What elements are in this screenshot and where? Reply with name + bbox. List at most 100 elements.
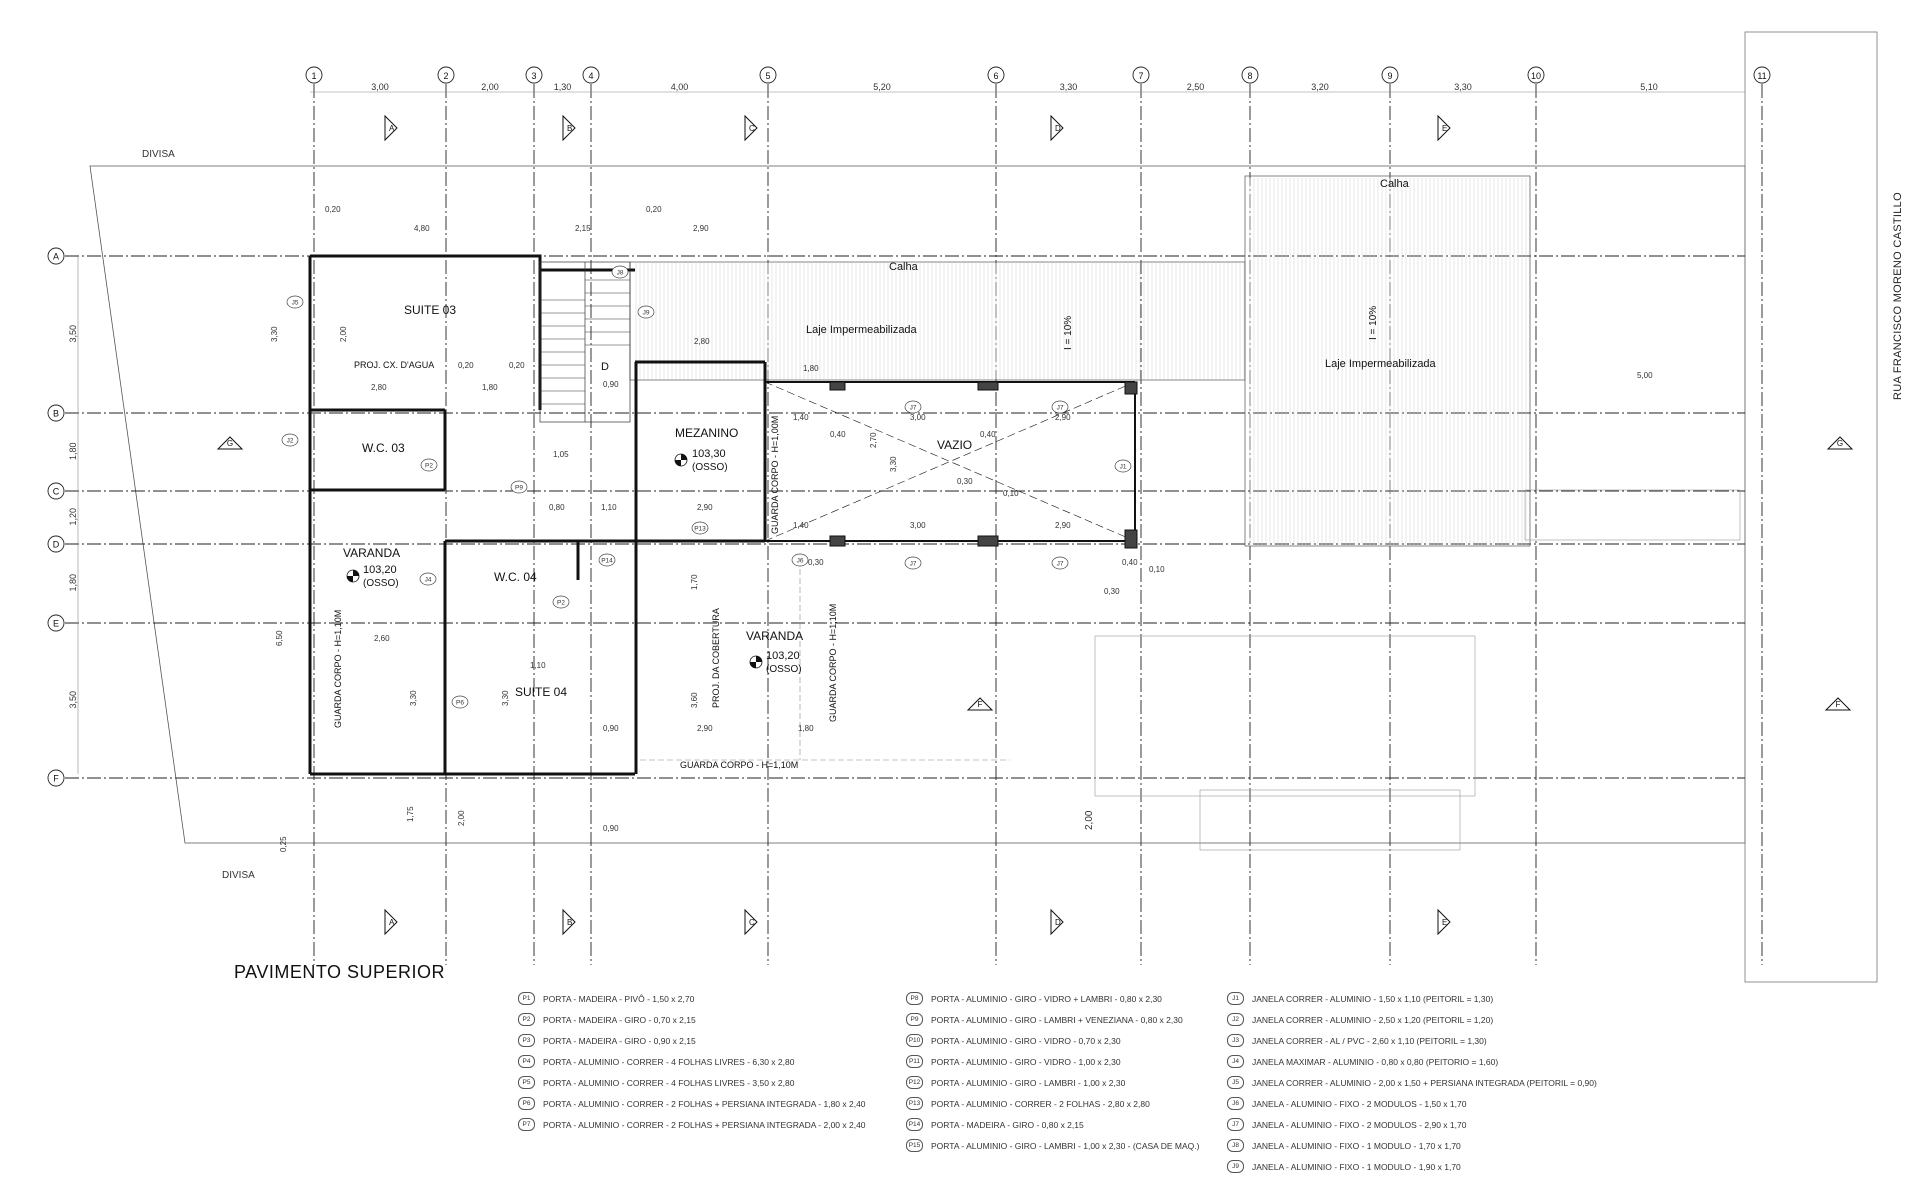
opening-tag-label: J9 — [643, 310, 650, 317]
grid-column-label: 4 — [588, 71, 593, 81]
proj-cobertura-label: PROJ. DA COBERTURA — [711, 608, 721, 708]
legend-code: J6 — [1227, 1097, 1244, 1110]
grid-column-bubble — [582, 66, 600, 84]
legend-text: PORTA - ALUMINIO - CORRER - 4 FOLHAS LIV… — [543, 1077, 795, 1088]
legend-code: P8 — [906, 992, 923, 1005]
legend-text: JANELA CORRER - AL / PVC - 2,60 x 1,10 (… — [1252, 1035, 1487, 1046]
dim-label: 2,80 — [694, 337, 710, 346]
row-spacing-label: 3,50 — [68, 691, 78, 709]
level-mezanino-osso: (OSSO) — [692, 462, 728, 473]
legend-code: P12 — [906, 1076, 923, 1089]
grid-row-label: E — [53, 619, 59, 629]
dim-label: 0,90 — [603, 724, 619, 733]
legend-text: JANELA - ALUMINIO - FIXO - 2 MODULOS - 2… — [1252, 1119, 1467, 1130]
section-arrow — [562, 114, 576, 142]
grid-column-label: 6 — [993, 71, 998, 81]
grid-row-bubble — [47, 482, 65, 500]
room-varanda-left: VARANDA — [343, 546, 400, 560]
legend-code: P3 — [518, 1034, 535, 1047]
column-spacing-label: 3,30 — [1454, 82, 1472, 92]
boundary-label-top: DIVISA — [142, 149, 175, 160]
section-label: G — [227, 439, 233, 448]
grid-column-label: 10 — [1531, 71, 1541, 81]
legend-code: P4 — [518, 1055, 535, 1068]
opening-tag-label: J8 — [617, 270, 624, 277]
dim-label: 0,40 — [980, 430, 996, 439]
hatch-left — [635, 263, 1245, 379]
grid-column-label: 3 — [531, 71, 536, 81]
section-label: F — [978, 700, 983, 709]
legend-text: PORTA - ALUMINIO - CORRER - 2 FOLHAS + P… — [543, 1119, 866, 1130]
section-label: A — [389, 124, 395, 133]
level-varanda-center-osso: (OSSO) — [766, 664, 802, 675]
dim-label: 0,25 — [279, 836, 288, 852]
row-dimensions: 3,501,801,201,803,506,50 — [68, 325, 284, 709]
legend-code: P1 — [518, 992, 535, 1005]
stair — [539, 261, 631, 423]
opening-tag-label: P9 — [515, 485, 523, 492]
dim-label: 3,60 — [690, 692, 699, 708]
grid-column-bubble — [987, 66, 1005, 84]
grid-row-label: A — [53, 252, 59, 262]
dim-label: 5,00 — [1637, 371, 1653, 380]
column-spacing-label: 5,20 — [873, 82, 891, 92]
calha-label-top: Calha — [889, 261, 919, 273]
slope-right: I = 10% — [1368, 306, 1379, 340]
opening-tag-label: J6 — [797, 558, 804, 565]
dim-label: 3,00 — [910, 521, 926, 530]
legend-text: PORTA - ALUMINIO - GIRO - VIDRO - 1,00 x… — [931, 1056, 1121, 1067]
row-spacing-label: 1,20 — [68, 508, 78, 526]
laje-label-right: Laje Impermeabilizada — [1325, 358, 1437, 370]
section-label: D — [1055, 124, 1061, 133]
opening-tag-label: P6 — [456, 700, 464, 707]
legend-text: PORTA - ALUMINIO - CORRER - 2 FOLHAS - 2… — [931, 1098, 1150, 1109]
guarda-corpo-bottom: GUARDA CORPO - H=1,10M — [680, 760, 798, 770]
dim-label: 0,20 — [458, 361, 474, 370]
row-spacing-label: 3,50 — [68, 325, 78, 343]
dim-label: 0,90 — [603, 824, 619, 833]
grid-column-label: 2 — [443, 71, 448, 81]
room-wc-04: W.C. 04 — [494, 570, 537, 584]
section-arrow — [1826, 436, 1854, 450]
opening-tag-label: J7 — [910, 405, 917, 412]
opening-tag-label: P2 — [557, 600, 565, 607]
roof-slab-right — [1244, 175, 1531, 547]
section-arrow — [384, 114, 398, 142]
section-arrow — [1437, 908, 1451, 936]
section-label: E — [1442, 124, 1447, 133]
column-spacing-label: 3,00 — [371, 82, 389, 92]
boundary-label-bottom: DIVISA — [222, 870, 255, 881]
proj-cx-agua-label: PROJ. CX. D'AGUA — [354, 360, 434, 370]
grid-column-label: 7 — [1138, 71, 1143, 81]
legend-code: J4 — [1227, 1055, 1244, 1068]
opening-tag-bubble — [611, 265, 629, 279]
legend-text: PORTA - MADEIRA - GIRO - 0,70 x 2,15 — [543, 1014, 696, 1025]
legend-code: J8 — [1227, 1139, 1244, 1152]
legend-code: J5 — [1227, 1076, 1244, 1089]
total-height-label: 6,50 — [275, 630, 284, 646]
section-arrow — [216, 436, 244, 450]
dim-label: 0,30 — [957, 477, 973, 486]
opening-tag-bubble — [552, 595, 570, 609]
dim-label: 4,80 — [414, 224, 430, 233]
right-frame — [1744, 31, 1878, 983]
grid-column-label: 8 — [1247, 71, 1252, 81]
legend-text: PORTA - ALUMINIO - GIRO - LAMBRI + VENEZ… — [931, 1014, 1183, 1025]
grid-column-bubble — [1132, 66, 1150, 84]
legend-code: P14 — [906, 1118, 923, 1131]
dim-label: 1,10 — [601, 503, 617, 512]
legend-text: PORTA - ALUMINIO - CORRER - 2 FOLHAS + P… — [543, 1098, 866, 1109]
row-spacing-label: 1,80 — [68, 574, 78, 592]
legend-code: P6 — [518, 1097, 535, 1110]
dim-label: 2,00 — [457, 810, 466, 826]
column-spacing-label: 2,50 — [1187, 82, 1205, 92]
